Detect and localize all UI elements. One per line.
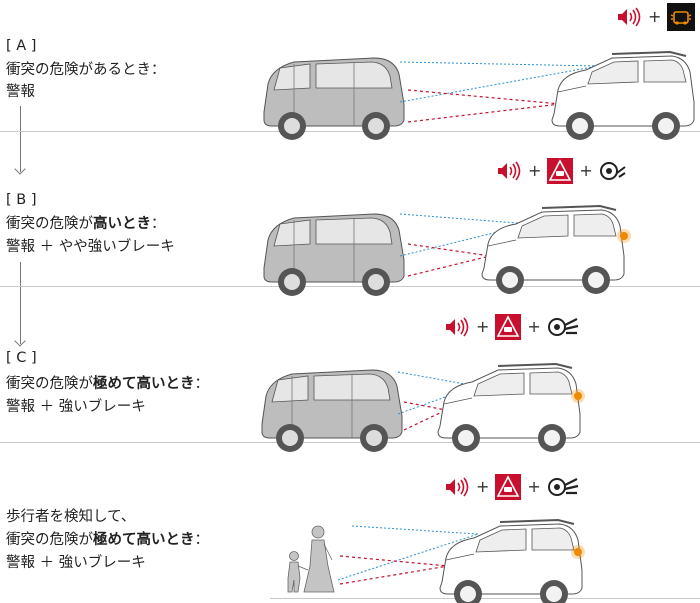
row-d-action: 警報 ＋ 強いブレーキ	[6, 555, 146, 571]
row-b-own-car	[481, 205, 625, 295]
pedestrian-child	[287, 551, 309, 593]
row-d-condition-plain: 衝突の危険が	[6, 532, 93, 548]
pedestrian-adult	[303, 525, 335, 593]
row-c-own-car	[437, 363, 581, 453]
row-a-icons: +	[616, 3, 696, 31]
strong-brake-icon	[547, 315, 581, 339]
row-b-condition-plain: 衝突の危険が	[6, 216, 93, 232]
row-c-heading: [ C ]	[6, 350, 37, 366]
row-c-target-car	[261, 369, 403, 453]
row-b-condition: 衝突の危険が高いとき：	[6, 214, 166, 235]
row-b-brake-light	[617, 229, 631, 243]
row-a-action: 警報	[6, 84, 35, 100]
speaker-icon	[496, 160, 522, 182]
row-d-icons: + +	[444, 474, 581, 500]
car-warning-icon	[495, 474, 522, 500]
warning-lamp-icon	[667, 3, 696, 31]
plus-sign: +	[527, 477, 541, 496]
row-a-heading: [ A ]	[6, 38, 37, 54]
strong-brake-icon	[547, 475, 581, 499]
ground-line-b	[0, 286, 700, 287]
row-a-condition: 衝突の危険があるとき：	[6, 62, 166, 78]
row-b-icons: + +	[496, 158, 629, 184]
car-warning-icon	[495, 314, 522, 340]
row-a-target-car	[263, 57, 405, 141]
row-d-brake-light	[571, 545, 585, 559]
ground-line-c	[0, 442, 700, 443]
plus-sign: +	[648, 7, 662, 26]
row-b-condition-emphasis: 高いとき	[93, 216, 151, 232]
ground-line-d	[270, 598, 700, 599]
row-d-sensor-beams	[337, 525, 479, 585]
row-c-condition-plain: 衝突の危険が	[6, 376, 93, 392]
row-a-sensor-beams	[399, 61, 599, 123]
row-b-heading: [ B ]	[6, 192, 37, 208]
ground-line-a	[0, 131, 700, 132]
speaker-icon	[444, 316, 470, 338]
plus-sign: +	[528, 161, 542, 180]
flow-arrow-b-c	[20, 262, 21, 344]
plus-sign: +	[579, 161, 593, 180]
row-d-condition-emphasis: 極めて高いとき	[93, 532, 195, 548]
row-c-icons: + +	[444, 314, 581, 340]
row-c-condition-emphasis: 極めて高いとき	[93, 376, 195, 392]
row-c-condition-tail: ：	[194, 376, 210, 392]
row-b-sensor-beams	[399, 213, 531, 277]
car-warning-icon	[547, 158, 574, 184]
speaker-icon	[444, 476, 470, 498]
row-d-condition: 衝突の危険が極めて高いとき：	[6, 530, 209, 551]
speaker-icon	[616, 6, 642, 28]
row-b-condition-tail: ：	[151, 216, 166, 232]
row-d-condition-tail: ：	[194, 532, 210, 548]
plus-sign: +	[476, 317, 490, 336]
plus-sign: +	[476, 477, 490, 496]
row-d-detection: 歩行者を検知して、	[6, 509, 136, 525]
plus-sign: +	[527, 317, 541, 336]
row-c-action: 警報 ＋ 強いブレーキ	[6, 399, 146, 415]
row-c-condition: 衝突の危険が極めて高いとき：	[6, 374, 209, 395]
brake-icon	[599, 159, 629, 183]
row-c-brake-light	[571, 389, 585, 403]
row-b-action: 警報 ＋ やや強いブレーキ	[6, 239, 175, 255]
row-b-target-car	[263, 213, 405, 297]
flow-arrow-a-b	[20, 106, 21, 172]
